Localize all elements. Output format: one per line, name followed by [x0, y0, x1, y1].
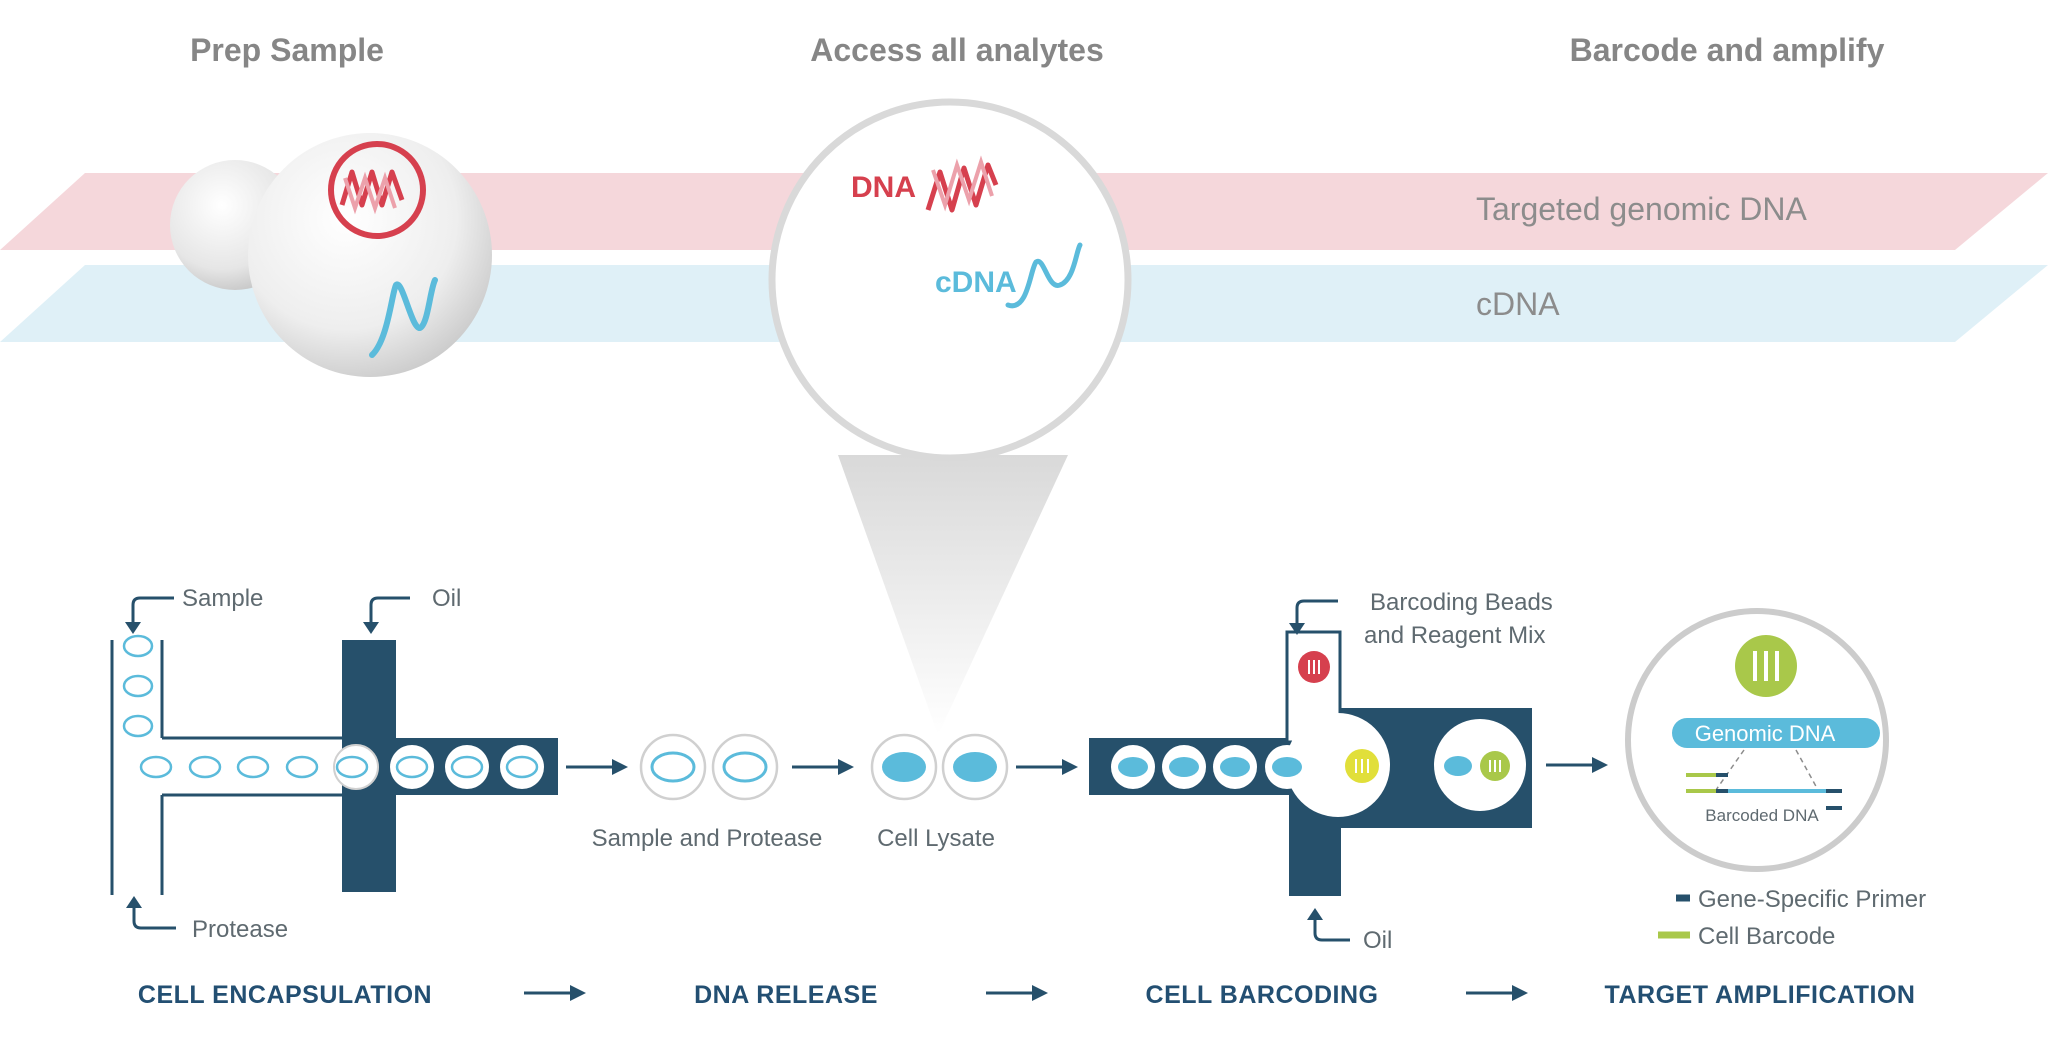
zoom-cone [838, 455, 1068, 735]
dashed-guide [1795, 749, 1819, 791]
nucleus-ring [328, 141, 426, 239]
genomic-dna-pill [1672, 718, 1880, 748]
encapsulated-droplet [500, 745, 544, 789]
zoom-circle [768, 98, 1132, 462]
encapsulated-cell [395, 755, 429, 779]
cdna-strand-icon [369, 277, 438, 358]
legend-primer-label: Gene-Specific Primer [1698, 886, 1926, 913]
input-lysate [1169, 757, 1199, 777]
barcode-bead-green-icon [1489, 760, 1501, 772]
flow-arrow-icon [566, 759, 628, 775]
dna-helix-icon [925, 162, 999, 213]
droplet-cell [650, 751, 696, 783]
dna-label: DNA [851, 171, 916, 204]
oil-bottom-label: Oil [1363, 927, 1392, 954]
cell-lysate-droplets [870, 733, 1009, 801]
flow-arrow-icon [1546, 757, 1608, 773]
encapsulated-cell [505, 755, 539, 779]
oil-top-label: Oil [432, 585, 461, 612]
protease-inlet-arrow-icon [132, 906, 176, 930]
oil-inlet-arrow-icon [369, 596, 410, 625]
protease-inlet-arrowhead-icon [126, 896, 142, 908]
sample-droplet [285, 755, 319, 779]
beads-inlet-arrow-icon [1295, 599, 1338, 626]
input-lysate [1272, 757, 1302, 777]
forming-droplet-cell [335, 755, 369, 779]
lysate-fill [953, 752, 997, 782]
prep-cell-illustration [170, 133, 492, 377]
merge-droplet [1286, 713, 1390, 817]
sample-droplet [122, 714, 154, 738]
large-cell [248, 133, 492, 377]
flow-arrow-icon [792, 759, 854, 775]
oil-bottom-inlet-arrowhead-icon [1307, 908, 1323, 920]
cell-lysate-label: Cell Lysate [877, 825, 995, 852]
protease-label: Protease [192, 916, 288, 943]
droplet [711, 733, 779, 801]
input-lysate [1118, 757, 1148, 777]
header-prep-sample: Prep Sample [190, 32, 384, 68]
encapsulated-droplet [445, 745, 489, 789]
barcode-bead-yellow-icon [1355, 759, 1369, 773]
genomic-dna-label: Genomic DNA [1695, 721, 1836, 746]
droplet [639, 733, 707, 801]
header-barcode-amplify: Barcode and amplify [1570, 32, 1885, 68]
droplet-cell [722, 751, 768, 783]
lane-label-cdna: cDNA [1476, 286, 1560, 322]
amplification-zoom: Genomic DNA Barcoded DNA [1625, 608, 1889, 872]
sample-inlet-arrowhead-icon [125, 622, 141, 634]
oil-inlet-arrowhead-icon [363, 622, 379, 634]
dashed-guide [1715, 749, 1745, 791]
step-arrow-icon [986, 985, 1048, 1001]
barcoded-droplet [1434, 719, 1526, 811]
step-dna-release: DNA RELEASE [694, 981, 878, 1009]
sample-and-protease-label: Sample and Protease [592, 825, 823, 852]
beads-inlet-arrowhead-icon [1289, 623, 1305, 635]
analyte-zoom: DNA cDNA [768, 98, 1132, 462]
sample-protease-droplets [639, 733, 779, 801]
cdna-strand-icon [1005, 242, 1083, 309]
barcode-bead-red-icon [1308, 660, 1320, 674]
step-cell-encapsulation: CELL ENCAPSULATION [138, 981, 432, 1009]
forming-droplet [333, 744, 379, 790]
legend: Gene-Specific Primer Cell Barcode [1658, 886, 1926, 950]
lysate-fill [882, 752, 926, 782]
sample-droplet [139, 755, 173, 779]
oil-bottom-inlet-arrow-icon [1313, 918, 1350, 942]
barcoding-beads-label-line1: Barcoding Beads [1370, 589, 1553, 616]
barcode-bead-icon [1753, 651, 1779, 681]
barcoding-chip [1089, 630, 1532, 896]
step-cell-barcoding: CELL BARCODING [1146, 981, 1379, 1009]
encapsulated-cell [450, 755, 484, 779]
dna-helix-strand-icon [343, 171, 397, 215]
input-lysate [1220, 757, 1250, 777]
dna-helix-strand-icon [931, 155, 994, 212]
sample-droplet [236, 755, 270, 779]
barcoding-beads-label-line2: and Reagent Mix [1364, 622, 1545, 649]
encapsulation-chip [110, 634, 558, 895]
sample-inlet-arrow-icon [131, 596, 174, 625]
flow-arrow-icon [1016, 759, 1078, 775]
step-arrow-icon [524, 985, 586, 1001]
header-access-analytes: Access all analytes [810, 32, 1104, 68]
legend-barcode-label: Cell Barcode [1698, 923, 1835, 950]
barcoded-dna-label: Barcoded DNA [1705, 806, 1819, 825]
sample-droplet [122, 634, 154, 658]
cdna-label: cDNA [935, 266, 1017, 299]
lane-label-genomic: Targeted genomic DNA [1476, 191, 1807, 227]
dna-helix-icon [339, 169, 405, 208]
sample-droplet [122, 674, 154, 698]
step-target-amplification: TARGET AMPLIFICATION [1605, 981, 1916, 1009]
sample-droplet [188, 755, 222, 779]
encapsulated-droplet [390, 745, 434, 789]
barcoded-lysate [1444, 756, 1472, 776]
sample-label: Sample [182, 585, 263, 612]
step-arrow-icon [1466, 985, 1528, 1001]
